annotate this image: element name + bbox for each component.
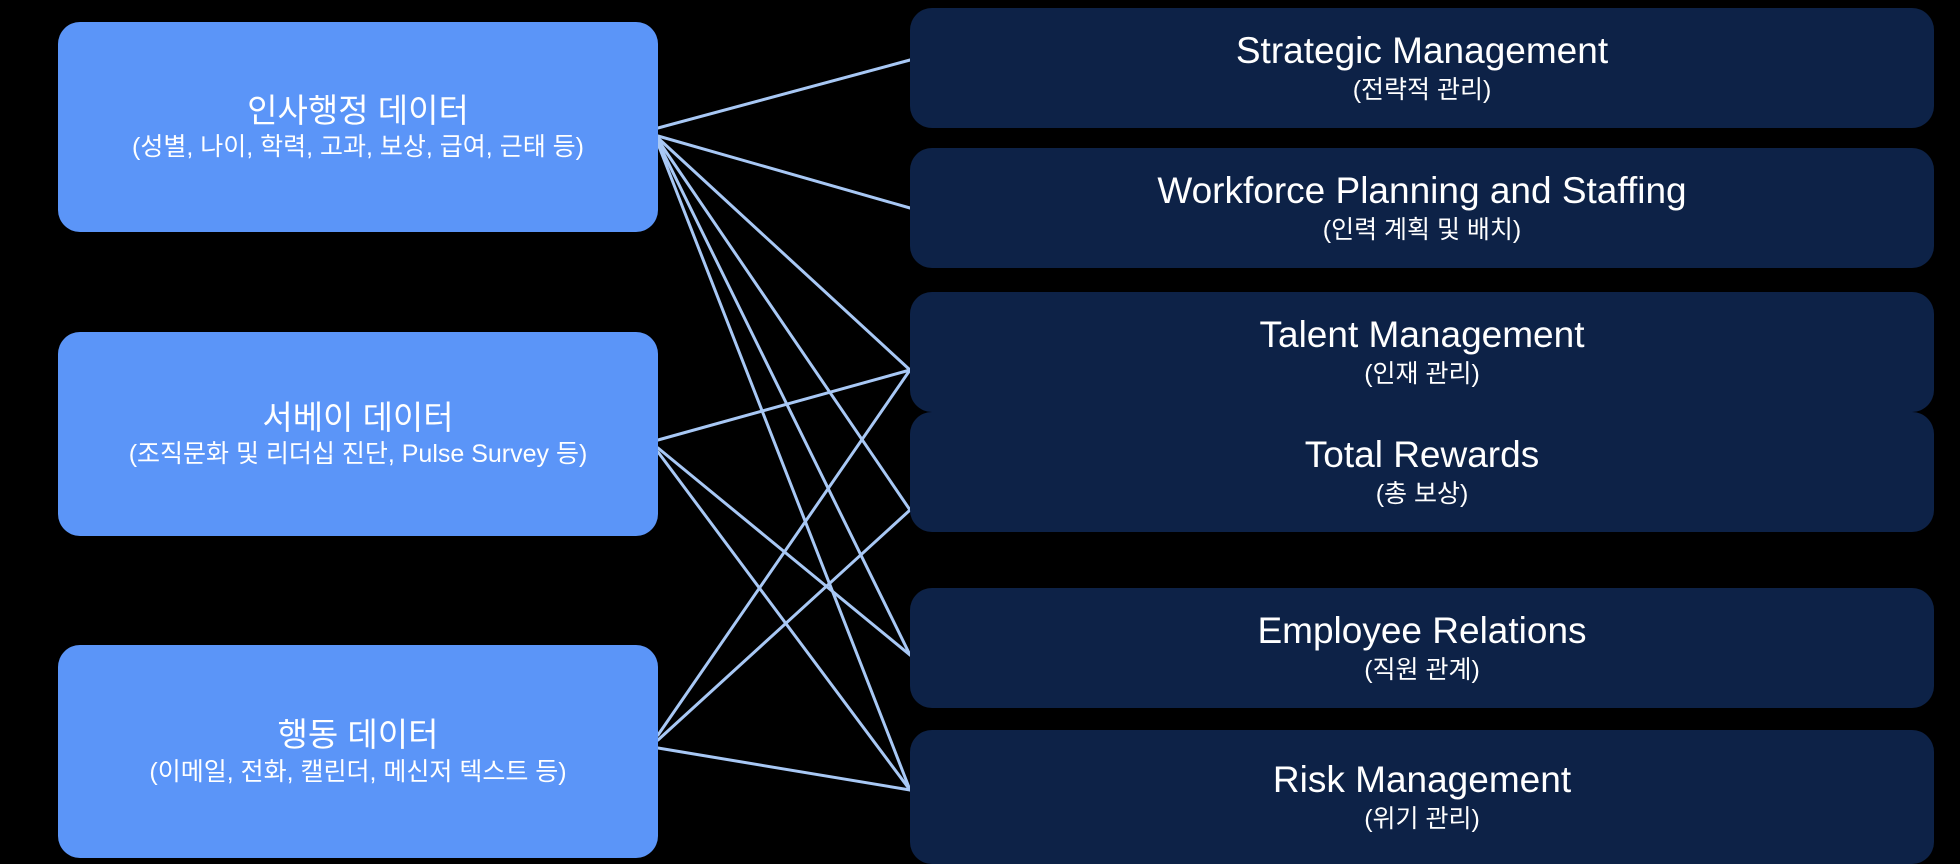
target-card-total-rewards[interactable]: Total Rewards (총 보상) <box>910 412 1934 532</box>
target-card-title: Total Rewards <box>1304 434 1540 476</box>
target-card-title: Employee Relations <box>1257 610 1587 652</box>
target-card-subtitle: (인재 관리) <box>1364 359 1480 388</box>
target-card-subtitle: (전략적 관리) <box>1352 75 1492 104</box>
source-card-subtitle: (이메일, 전화, 캘린더, 메신저 텍스트 등) <box>149 757 567 786</box>
connector-line <box>656 746 912 792</box>
source-card-hr-admin-data[interactable]: 인사행정 데이터 (성별, 나이, 학력, 고과, 보상, 급여, 근태 등) <box>58 22 658 232</box>
target-card-employee-relations[interactable]: Employee Relations (직원 관계) <box>910 588 1934 708</box>
source-card-subtitle: (성별, 나이, 학력, 고과, 보상, 급여, 근태 등) <box>132 133 584 162</box>
source-card-title: 서베이 데이터 <box>262 398 454 436</box>
target-card-subtitle: (직원 관계) <box>1364 655 1480 684</box>
connector-line <box>656 136 912 372</box>
target-card-subtitle: (인력 계획 및 배치) <box>1322 215 1522 244</box>
connector-line <box>656 368 912 442</box>
connector-line <box>656 450 912 792</box>
target-card-subtitle: (위기 관리) <box>1364 804 1480 833</box>
source-card-title: 행동 데이터 <box>277 716 439 754</box>
source-card-survey-data[interactable]: 서베이 데이터 (조직문화 및 리더십 진단, Pulse Survey 등) <box>58 332 658 536</box>
target-card-title: Strategic Management <box>1235 30 1609 72</box>
connector-line <box>656 138 912 512</box>
connector-line <box>656 58 912 130</box>
target-card-subtitle: (총 보상) <box>1375 479 1469 508</box>
target-card-strategic-management[interactable]: Strategic Management (전략적 관리) <box>910 8 1934 128</box>
source-card-behavioral-data[interactable]: 행동 데이터 (이메일, 전화, 캘린더, 메신저 텍스트 등) <box>58 645 658 858</box>
target-card-talent-management[interactable]: Talent Management (인재 관리) <box>910 292 1934 412</box>
source-card-title: 인사행정 데이터 <box>247 91 469 129</box>
connector-line <box>656 508 912 742</box>
target-card-title: Risk Management <box>1272 759 1572 801</box>
target-card-title: Talent Management <box>1259 314 1585 356</box>
connector-line <box>656 140 912 657</box>
target-card-title: Workforce Planning and Staffing <box>1157 170 1687 212</box>
connector-line <box>656 142 912 792</box>
connector-line <box>656 446 912 657</box>
connector-line <box>656 134 912 210</box>
target-card-risk-management[interactable]: Risk Management (위기 관리) <box>910 730 1934 864</box>
target-card-workforce-planning-and-staffing[interactable]: Workforce Planning and Staffing (인력 계획 및… <box>910 148 1934 268</box>
connector-line <box>656 368 912 737</box>
source-card-subtitle: (조직문화 및 리더십 진단, Pulse Survey 등) <box>128 440 588 469</box>
